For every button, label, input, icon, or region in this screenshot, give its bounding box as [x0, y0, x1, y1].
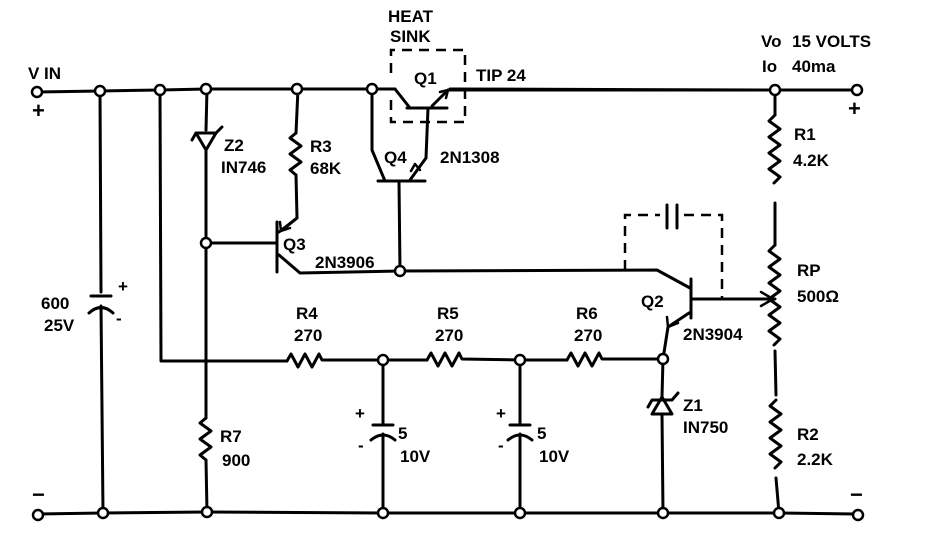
- optional-capacitor-dashed: [623, 203, 724, 299]
- vo-node: [768, 83, 782, 97]
- capacitor-c2: [369, 358, 397, 515]
- node: [365, 82, 379, 96]
- node: [772, 506, 786, 520]
- out-minus-terminal: [851, 508, 865, 522]
- q4-part: 2N1308: [440, 148, 500, 167]
- r5-ref: R5: [437, 304, 459, 323]
- r6-value: 270: [574, 326, 602, 345]
- q3-ref: Q3: [283, 235, 306, 254]
- rp-value: 500Ω: [797, 287, 839, 306]
- r3-value: 68K: [310, 159, 342, 178]
- c2-plus: +: [355, 404, 365, 423]
- transistor-q4: [370, 87, 428, 273]
- r6-ref: R6: [576, 304, 598, 323]
- vin-minus-terminal: [31, 508, 45, 522]
- out-plus-terminal: [850, 83, 864, 97]
- heat-sink-outline: [389, 48, 467, 124]
- node: [656, 352, 670, 366]
- r2-ref: R2: [797, 425, 819, 444]
- resistor-r2: [768, 398, 783, 515]
- z2-part: IN746: [221, 158, 266, 177]
- node: [153, 83, 167, 97]
- z1-part: IN750: [683, 418, 728, 437]
- capacitor-c3: [506, 358, 534, 515]
- r4-ref: R4: [296, 304, 318, 323]
- r3-ref: R3: [310, 137, 332, 156]
- rc-filter-chain: [158, 88, 665, 369]
- node: [656, 506, 670, 520]
- c-in-voltage: 25V: [44, 316, 75, 335]
- z2-ref: Z2: [224, 136, 244, 155]
- out-minus-sign: −: [850, 482, 863, 507]
- heat-sink-label-1: HEAT: [388, 7, 434, 26]
- node: [376, 506, 390, 520]
- node: [96, 506, 110, 520]
- c2-voltage: 10V: [400, 447, 431, 466]
- r7-value: 900: [222, 451, 250, 470]
- node: [513, 506, 527, 520]
- q4-ref: Q4: [384, 148, 407, 167]
- rp-ref: RP: [797, 261, 821, 280]
- zener-z1: [646, 357, 680, 515]
- node: [393, 264, 407, 278]
- c3-minus: -: [498, 436, 504, 455]
- vin-plus-terminal: [30, 85, 44, 99]
- r1-ref: R1: [794, 125, 816, 144]
- vo-value: 15 VOLTS: [792, 32, 871, 51]
- transistor-q2: [398, 268, 777, 361]
- io-label: Io: [762, 57, 777, 76]
- node: [200, 505, 214, 519]
- heat-sink-label-2: SINK: [390, 27, 431, 46]
- c3-value: 5: [537, 424, 546, 443]
- q1-ref: Q1: [414, 69, 437, 88]
- vin-label: V IN: [28, 64, 61, 83]
- node: [93, 84, 107, 98]
- resistor-r1: [767, 88, 782, 247]
- vo-label: Vo: [761, 32, 781, 51]
- node: [290, 82, 304, 96]
- r2-value: 2.2K: [797, 450, 834, 469]
- resistor-r7: [198, 241, 213, 514]
- out-plus-sign: +: [848, 96, 861, 121]
- junction-nodes: [30, 82, 865, 522]
- node: [199, 236, 213, 250]
- c-in-minus: -: [116, 309, 122, 328]
- c3-voltage: 10V: [539, 447, 570, 466]
- q3-part: 2N3906: [315, 253, 375, 272]
- resistor-r3: [284, 87, 303, 229]
- node: [513, 353, 527, 367]
- q2-part: 2N3904: [683, 325, 743, 344]
- q2-ref: Q2: [641, 292, 664, 311]
- r1-value: 4.2K: [793, 151, 830, 170]
- r5-value: 270: [435, 326, 463, 345]
- potentiometer-rp: [767, 243, 782, 397]
- r4-value: 270: [294, 326, 322, 345]
- c-in-value: 600: [41, 294, 69, 313]
- c3-plus: +: [496, 404, 506, 423]
- zener-z2: [190, 87, 224, 245]
- node: [376, 353, 390, 367]
- io-value: 40ma: [792, 57, 836, 76]
- q1-part: TIP 24: [476, 66, 526, 85]
- node: [199, 82, 213, 96]
- transistor-q3: [204, 216, 402, 275]
- transistor-q1: [370, 87, 777, 160]
- vin-plus-sign: +: [32, 98, 45, 123]
- c2-minus: -: [358, 436, 364, 455]
- c2-value: 5: [398, 424, 407, 443]
- r7-ref: R7: [220, 427, 242, 446]
- bottom-rail: [36, 510, 858, 516]
- input-capacitor: [87, 89, 115, 515]
- vin-minus-sign: −: [32, 482, 45, 507]
- c-in-plus: +: [118, 277, 128, 296]
- z1-ref: Z1: [683, 396, 703, 415]
